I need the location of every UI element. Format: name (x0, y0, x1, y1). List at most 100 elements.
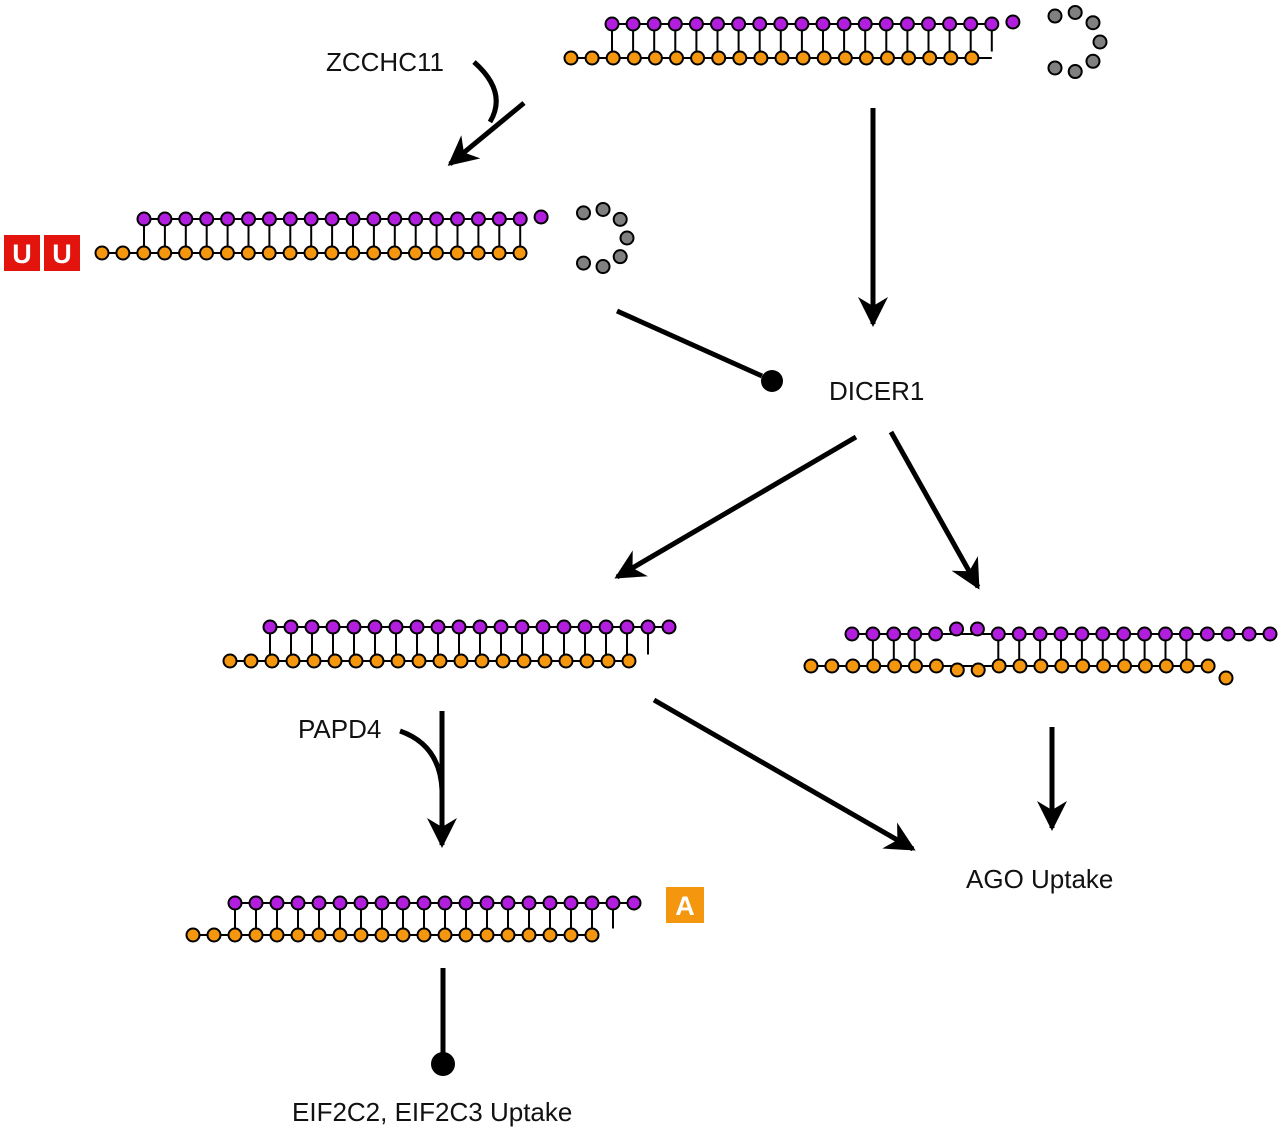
guide-nucleotide (640, 619, 656, 635)
guide-nucleotide (1116, 626, 1132, 642)
guide-nucleotide (949, 621, 964, 637)
guide-nucleotide (542, 895, 558, 911)
passenger-nucleotide (1218, 670, 1234, 686)
guide-nucleotide (450, 211, 465, 227)
guide-nucleotide (990, 626, 1006, 642)
passenger-nucleotide (458, 927, 474, 943)
passenger-nucleotide (669, 50, 684, 66)
guide-nucleotide (491, 211, 507, 227)
passenger-nucleotide (491, 245, 507, 261)
passenger-nucleotide (626, 50, 642, 66)
guide-nucleotide (878, 16, 894, 32)
guide-nucleotide (241, 211, 256, 227)
passenger-nucleotide (1137, 658, 1153, 674)
guide-nucleotide (1032, 626, 1048, 642)
guide-nucleotide (227, 895, 243, 911)
passenger-nucleotide (311, 927, 327, 943)
passenger-nucleotide (369, 653, 385, 669)
passenger-nucleotide (600, 653, 616, 669)
passenger-nucleotide (563, 50, 579, 66)
guide-nucleotide (794, 16, 810, 32)
passenger-nucleotide (94, 245, 110, 261)
passenger-nucleotide (537, 653, 553, 669)
passenger-nucleotide (774, 50, 790, 66)
guide-nucleotide (303, 211, 319, 227)
guide-nucleotide (500, 895, 516, 911)
inhibition-dot-dicer1 (761, 370, 783, 392)
passenger-nucleotide (437, 927, 453, 943)
passenger-nucleotide (157, 245, 173, 261)
loop-nucleotide (1067, 4, 1083, 20)
passenger-nucleotide (227, 927, 243, 943)
passenger-nucleotide (285, 653, 301, 669)
guide-nucleotide (556, 619, 572, 635)
passenger-nucleotide (303, 245, 319, 261)
guide-nucleotide (157, 211, 173, 227)
guide-nucleotide (886, 626, 902, 642)
passenger-nucleotide (219, 245, 235, 261)
passenger-nucleotide (411, 653, 427, 669)
guide-nucleotide (395, 895, 411, 911)
passenger-nucleotide (512, 245, 528, 261)
passenger-nucleotide (1158, 658, 1174, 674)
guide-nucleotide (304, 619, 320, 635)
passenger-nucleotide (290, 927, 306, 943)
guide-nucleotide (429, 211, 445, 227)
uridylation-tag-2: U (44, 235, 80, 271)
guide-nucleotide (535, 619, 551, 635)
guide-nucleotide (857, 16, 873, 32)
loop-nucleotide (1067, 64, 1083, 80)
guide-nucleotide (332, 895, 348, 911)
passenger-nucleotide (1054, 658, 1070, 674)
arrow-dicer1-to-duplex-left (614, 434, 858, 580)
guide-nucleotide (409, 619, 425, 635)
passenger-nucleotide (416, 927, 432, 943)
guide-nucleotide (1241, 626, 1257, 642)
guide-nucleotide (1158, 626, 1173, 642)
uridylated-pre-mirna-hairpin (94, 201, 635, 275)
passenger-nucleotide (558, 653, 574, 669)
guide-nucleotide (646, 16, 662, 32)
loop-nucleotide (1092, 34, 1108, 50)
guide-nucleotide (387, 211, 403, 227)
passenger-nucleotide (605, 50, 621, 66)
guide-nucleotide (921, 16, 936, 32)
guide-nucleotide (604, 16, 620, 32)
guide-nucleotide (928, 626, 944, 642)
guide-nucleotide (963, 16, 979, 32)
passenger-nucleotide (516, 653, 532, 669)
passenger-nucleotide (584, 50, 600, 66)
passenger-nucleotide (887, 658, 903, 674)
guide-nucleotide (1178, 626, 1194, 642)
zcchc11-label: ZCCHC11 (326, 47, 444, 77)
passenger-nucleotide (366, 245, 382, 261)
passenger-nucleotide (943, 50, 959, 66)
guide-nucleotide (598, 619, 614, 635)
passenger-nucleotide (428, 245, 444, 261)
guide-nucleotide (458, 895, 474, 911)
guide-nucleotide (325, 619, 341, 635)
passenger-nucleotide (348, 653, 364, 669)
passenger-nucleotide (690, 50, 706, 66)
passenger-nucleotide (866, 658, 882, 674)
guide-nucleotide (199, 211, 215, 227)
passenger-nucleotide (1179, 658, 1195, 674)
guide-nucleotide (865, 626, 881, 642)
guide-nucleotide (430, 619, 446, 635)
loop-nucleotide (576, 255, 591, 271)
guide-nucleotide (625, 16, 641, 32)
papd4-curve (399, 728, 445, 791)
loop-nucleotide (1047, 8, 1063, 24)
passenger-nucleotide (521, 927, 537, 943)
guide-nucleotide (1074, 626, 1090, 642)
guide-nucleotide (731, 16, 747, 32)
dicer1-label: DICER1 (829, 376, 924, 406)
guide-nucleotide (248, 895, 264, 911)
passenger-nucleotide (470, 245, 486, 261)
guide-nucleotide (346, 619, 362, 635)
loop-nucleotide (595, 201, 611, 217)
guide-nucleotide (437, 895, 453, 911)
passenger-nucleotide (324, 245, 340, 261)
loop-nucleotide (1085, 15, 1101, 31)
